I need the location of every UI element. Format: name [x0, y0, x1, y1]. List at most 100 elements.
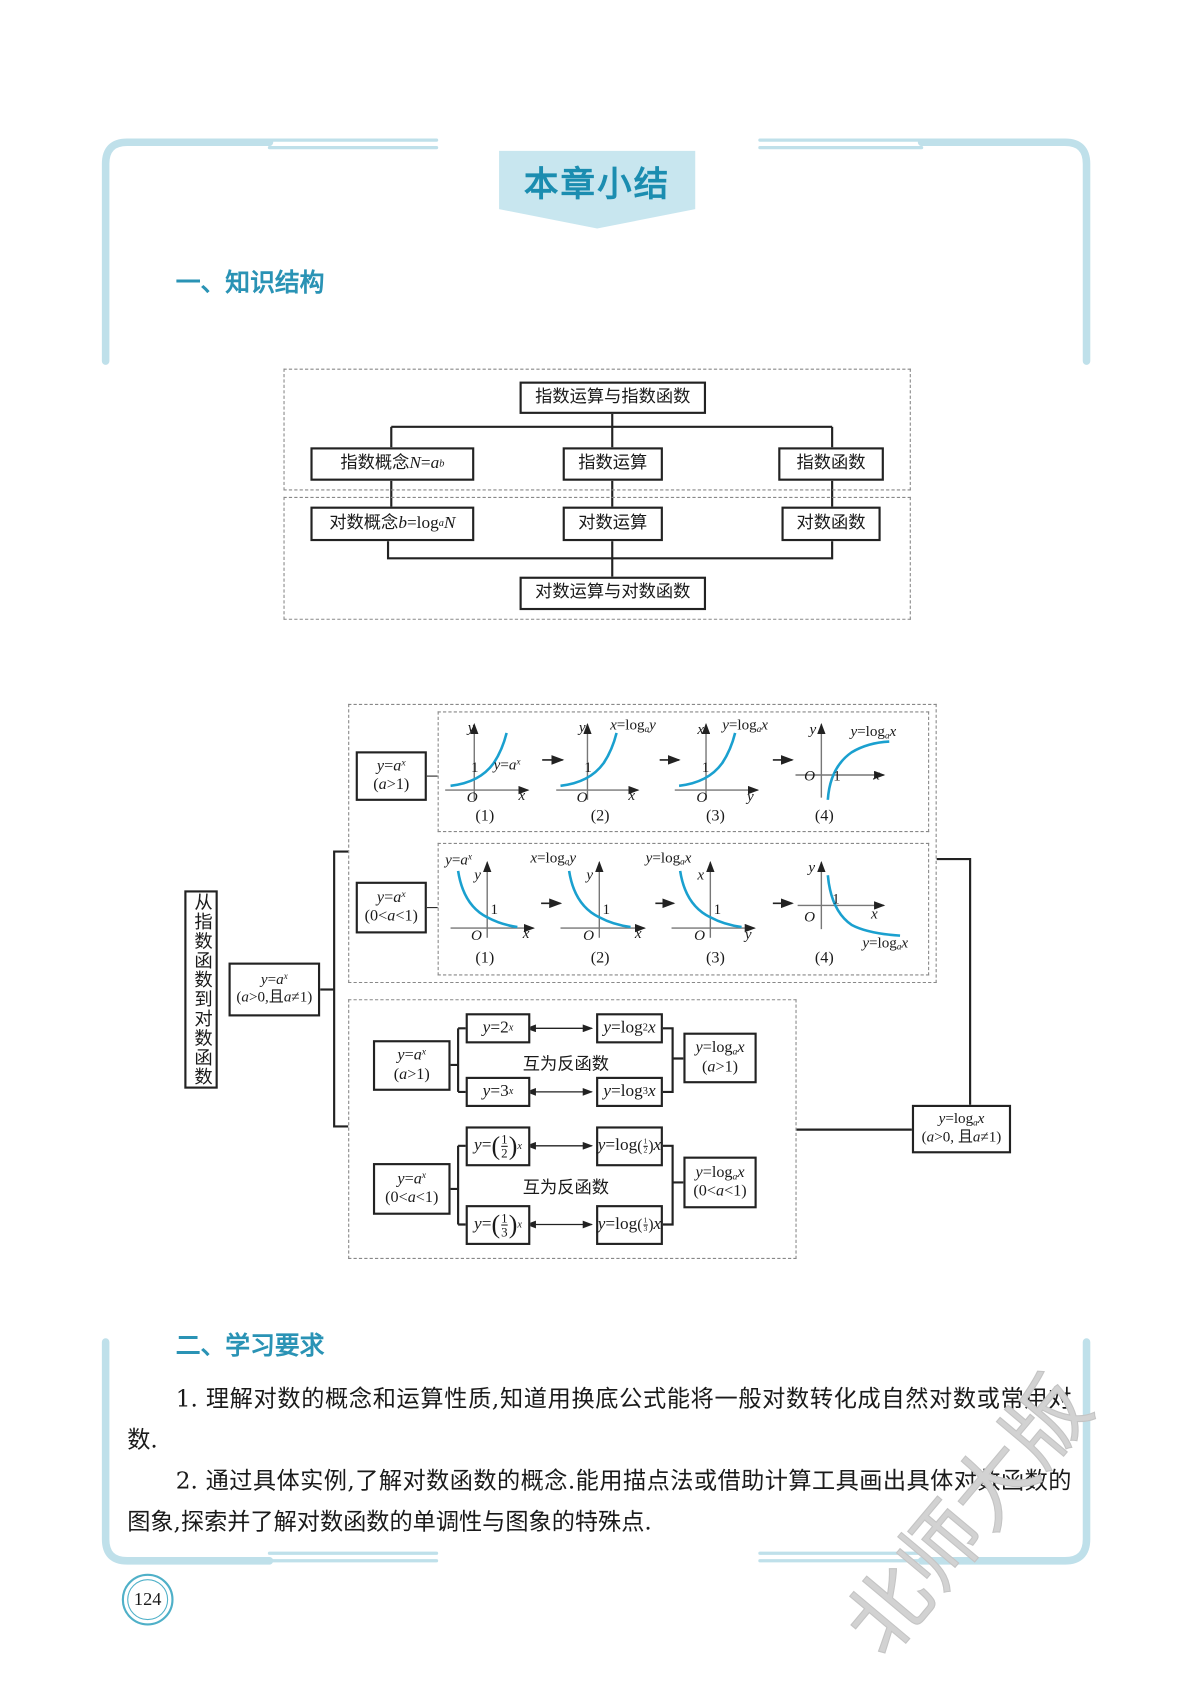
curve-label: y=logax [722, 717, 768, 735]
condition: (a>1) [393, 1065, 430, 1083]
box-group1-result: y=logax (a>1) [683, 1032, 757, 1084]
graph-caption: (1) [475, 807, 495, 825]
box-log-topic: 对数运算与对数函数 [519, 576, 707, 611]
formula: y=logax [938, 1111, 985, 1129]
axis-label: x [518, 787, 526, 805]
page-frame [101, 138, 1091, 1565]
graph-caption: (3) [706, 949, 725, 967]
box-side-title: 从指数函数到对数函数 [184, 890, 218, 1089]
formula: y=logax [695, 1163, 745, 1182]
graph-row1-4-axes [795, 722, 886, 798]
box-exp-topic: 指数运算与指数函数 [519, 381, 707, 414]
graph-row1-1-axes [445, 722, 530, 800]
inverse-arrows [525, 1024, 594, 1229]
curve-row2-2 [567, 870, 631, 929]
curve-row2-3 [678, 870, 742, 929]
box-group1-condition: y=ax (a>1) [372, 1040, 451, 1091]
tick-label: 1 [584, 759, 592, 777]
origin-label: O [471, 928, 482, 945]
graph-caption: (2) [590, 949, 610, 967]
formula: y=ax [260, 971, 288, 989]
box-exp-ops: 指数运算 [562, 447, 663, 481]
formula: y=ax [376, 887, 406, 907]
graph-row1-2-axes [556, 722, 640, 800]
axis-label: x [873, 767, 880, 784]
axis-label: y [578, 720, 586, 737]
condition: (0<a<1) [385, 1188, 439, 1207]
box-log-ops: 对数运算 [562, 506, 663, 542]
inverse-label: 互为反函数 [522, 1055, 610, 1074]
step-arrows [541, 755, 794, 909]
axis-label: x [522, 925, 530, 943]
box-group2-result: y=logax (0<a<1) [683, 1156, 757, 1209]
axis-label: x [697, 722, 705, 739]
curve-label: y=ax [493, 757, 521, 774]
inverse-label: 互为反函数 [522, 1179, 610, 1198]
box-general-log: y=logax (a>0, 且a≠1) [911, 1104, 1012, 1154]
axis-label: x [697, 867, 705, 884]
page-title: 本章小结 [523, 163, 671, 205]
box-row1-condition: y=ax (a>1) [355, 751, 427, 801]
tick-label: 1 [701, 759, 710, 777]
condition: (0<a<1) [364, 907, 418, 925]
formula: y=ax [376, 756, 406, 775]
graphs-frame [348, 703, 937, 984]
formula: y=ax [397, 1045, 427, 1065]
condition: (a>1) [373, 776, 410, 794]
curve-row2-1 [456, 870, 518, 929]
section2-heading: 二、学习要求 [175, 1332, 325, 1361]
curve-row1-4 [826, 740, 890, 800]
axis-label: y [744, 926, 752, 944]
box-log-func: 对数函数 [781, 506, 881, 542]
requirement-1: 1. 理解对数的概念和运算性质,知道用换底公式能将一般对数转化成自然对数或常用对… [127, 1386, 1072, 1455]
graph-caption: (1) [475, 949, 495, 967]
tick-label: 1 [713, 902, 722, 919]
origin-label: O [576, 790, 588, 807]
axis-label: y [474, 867, 481, 884]
examples-frame [348, 999, 797, 1259]
origin-label: O [804, 909, 816, 926]
curve-label: y=ax [445, 851, 472, 869]
axis-label: y [808, 860, 816, 877]
section1-heading: 一、知识结构 [175, 269, 325, 298]
box-row2-condition: y=ax (0<a<1) [355, 881, 427, 934]
box-general-exp: y=ax (a>0,且a≠1) [228, 962, 321, 1017]
graph-caption: (2) [590, 807, 610, 825]
title-banner [499, 150, 696, 229]
origin-label: O [583, 928, 595, 945]
condition: (0<a<1) [693, 1182, 747, 1200]
page-number: 124 [121, 1573, 174, 1626]
tick-label: 1 [833, 768, 841, 785]
formula: y=logax [695, 1039, 745, 1057]
curve-label: x=logay [530, 850, 577, 867]
graphs-row2-frame [437, 842, 930, 976]
condition: (a>0,且a≠1) [236, 989, 313, 1006]
axis-label: x [628, 787, 636, 805]
origin-label: O [466, 790, 478, 807]
curve-row1-3 [678, 732, 737, 788]
tick-label: 1 [602, 902, 611, 919]
curve-label: y=logax [862, 935, 909, 952]
curve-label: y=logax [850, 724, 897, 741]
curve-row2-4 [826, 875, 901, 937]
axis-label: y [467, 720, 475, 737]
condition: (a>0, 且a≠1) [921, 1129, 1002, 1146]
graph-caption: (4) [814, 807, 834, 825]
exp-group-frame [283, 368, 911, 491]
axis-label: y [586, 867, 594, 884]
graph-caption: (3) [706, 807, 725, 825]
tick-label: 1 [490, 902, 498, 919]
curve-label: x=logay [610, 717, 656, 735]
requirement-2: 2. 通过具体实例,了解对数函数的概念.能用描点法或借助计算工具画出具体对数函数… [127, 1468, 1072, 1537]
box-exp-func: 指数函数 [778, 447, 884, 481]
box-group2-condition: y=ax (0<a<1) [372, 1163, 451, 1215]
origin-label: O [804, 768, 816, 785]
